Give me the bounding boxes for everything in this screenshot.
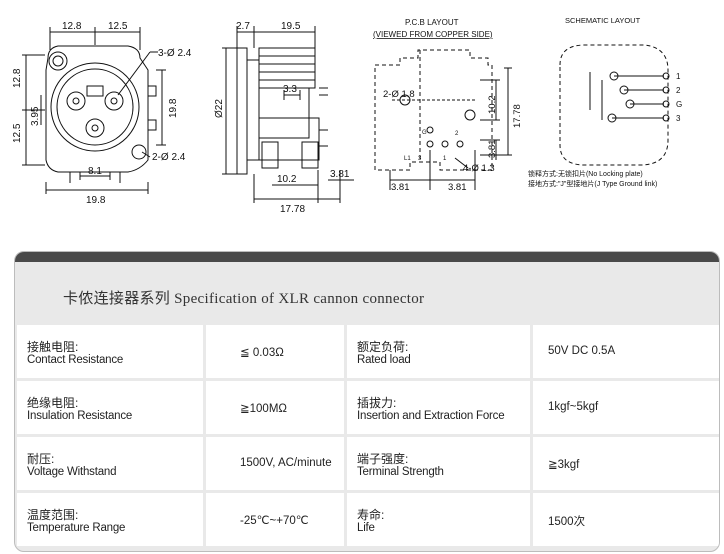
side-dim-right: 3.81 [330, 169, 350, 180]
panel-header-bar [15, 252, 719, 262]
spec-value-cell: 50V DC 0.5A [533, 325, 719, 378]
spec-value-cell: 1500V, AC/minute [206, 437, 344, 490]
spec-label-en: Terminal Strength [357, 466, 444, 478]
pcb-dim-h1: 3.81 [391, 182, 410, 193]
spec-value: -25℃~+70℃ [240, 515, 309, 527]
spec-row: 接触电阻: Contact Resistance ≦ 0.03Ω 额定负荷: R… [15, 325, 719, 378]
pcb-layout-drawing [374, 49, 493, 171]
pcb-dim-v2: 17.78 [512, 104, 523, 128]
pcb-pin-3: 3 [418, 156, 422, 162]
pcb-hole-a: 2-Ø 1.8 [383, 89, 415, 100]
spec-label-cell: 插拔力: Insertion and Extraction Force [347, 381, 530, 434]
front-dim-left-2: 12.5 [12, 123, 23, 143]
pcb-title: P.C.B LAYOUT [405, 18, 459, 27]
front-dim-inner: 3.95 [30, 106, 41, 126]
schematic-pin-1: 1 [676, 72, 681, 81]
spec-label-zh: 接触电阻: [27, 340, 79, 354]
spec-label-zh: 绝缘电阻: [27, 396, 79, 410]
pcb-hole-b: 4-Ø 1.3 [463, 163, 495, 174]
spec-value-cell: ≧3kgf [533, 437, 719, 490]
spec-value: 50V DC 0.5A [548, 345, 616, 357]
front-dim-top-1: 12.8 [62, 21, 82, 32]
spec-label-zh: 寿命: [357, 508, 385, 522]
front-view-drawing [22, 27, 166, 194]
pcb-pin-2: 2 [455, 131, 459, 137]
spec-label-zh: 额定负荷: [357, 340, 409, 354]
spec-value-cell: ≧100MΩ [206, 381, 344, 434]
schematic-note-1: 锁释方式:无锁扣片(No Locking plate) [528, 169, 643, 178]
side-dim-top-small: 2.7 [236, 21, 250, 32]
side-dim-bottom-b: 17.78 [280, 204, 305, 215]
side-dim-dia: Ø22 [214, 99, 225, 118]
spec-title: 卡侬连接器系列 Specification of XLR cannon conn… [63, 291, 425, 307]
schematic-pin-3: 3 [676, 114, 681, 123]
spec-label-cell: 绝缘电阻: Insulation Resistance [17, 381, 203, 434]
front-dim-right: 19.8 [168, 98, 179, 118]
side-dim-mid: 3.3 [283, 84, 297, 95]
spec-value-cell: ≦ 0.03Ω [206, 325, 344, 378]
side-dim-bottom-a: 10.2 [277, 174, 297, 185]
spec-label-cell: 温度范围: Temperature Range [17, 493, 203, 546]
pcb-dim-v1: 10.2 [487, 96, 498, 115]
spec-value-cell: 1kgf~5kgf [533, 381, 719, 434]
spec-label-zh: 插拔力: [357, 396, 397, 410]
technical-drawings: 12.8 12.5 12.8 12.5 3.95 19.8 8.1 19.8 3… [12, 16, 682, 215]
spec-panel: 卡侬连接器系列 Specification of XLR cannon conn… [14, 251, 720, 552]
spec-label-cell: 端子强度: Terminal Strength [347, 437, 530, 490]
spec-label-en: Insulation Resistance [27, 410, 133, 422]
pcb-pin-l1: L1 [404, 156, 411, 162]
schematic-note-2: 接地方式:"J"型接地片(J Type Ground link) [528, 179, 657, 188]
spec-label-cell: 寿命: Life [347, 493, 530, 546]
front-dim-left-1: 12.8 [12, 68, 23, 88]
spec-label-cell: 接触电阻: Contact Resistance [17, 325, 203, 378]
front-dim-bottom-inner: 8.1 [88, 166, 102, 177]
pcb-pin-g: G [422, 130, 427, 136]
schematic-drawing [559, 44, 670, 166]
front-dim-bottom: 19.8 [86, 195, 106, 206]
spec-value: 1kgf~5kgf [548, 401, 599, 413]
side-view-drawing [222, 26, 354, 203]
front-dim-top-2: 12.5 [108, 21, 128, 32]
front-hole-bottom: 2-Ø 2.4 [152, 152, 186, 163]
spec-label-en: Insertion and Extraction Force [357, 410, 505, 422]
pcb-pin-1: 1 [443, 156, 447, 162]
front-hole-top: 3-Ø 2.4 [158, 48, 192, 59]
spec-row: 绝缘电阻: Insulation Resistance ≧100MΩ 插拔力: … [15, 381, 719, 434]
side-dim-top: 19.5 [281, 21, 301, 32]
spec-label-en: Voltage Withstand [27, 466, 117, 478]
spec-value: ≧3kgf [548, 459, 580, 471]
spec-label-zh: 温度范围: [27, 508, 79, 522]
spec-label-en: Contact Resistance [27, 354, 124, 366]
pcb-subtitle: (VIEWED FROM COPPER SIDE) [373, 30, 493, 39]
spec-row: 耐压: Voltage Withstand 1500V, AC/minute 端… [15, 437, 719, 490]
pcb-dim-h2: 3.81 [448, 182, 467, 193]
spec-label-cell: 耐压: Voltage Withstand [17, 437, 203, 490]
pcb-dim-v3: 3.81 [487, 140, 498, 159]
spec-value: ≧100MΩ [240, 403, 287, 415]
spec-label-en: Temperature Range [27, 522, 126, 534]
schematic-title: SCHEMATIC LAYOUT [565, 16, 641, 25]
schematic-pin-2: 2 [676, 86, 681, 95]
spec-value: 1500V, AC/minute [240, 457, 332, 469]
spec-label-zh: 端子强度: [357, 452, 409, 466]
spec-value-cell: 1500次 [533, 493, 719, 546]
spec-label-cell: 额定负荷: Rated load [347, 325, 530, 378]
spec-value: ≦ 0.03Ω [240, 347, 284, 359]
spec-value-cell: -25℃~+70℃ [206, 493, 344, 546]
pcb-holes [389, 67, 512, 190]
spec-row: 温度范围: Temperature Range -25℃~+70℃ 寿命: Li… [15, 493, 719, 546]
spec-label-en: Life [357, 522, 375, 534]
spec-value: 1500次 [548, 516, 586, 528]
spec-label-en: Rated load [357, 354, 411, 366]
spec-label-zh: 耐压: [27, 452, 55, 466]
schematic-pin-g: G [676, 100, 682, 109]
